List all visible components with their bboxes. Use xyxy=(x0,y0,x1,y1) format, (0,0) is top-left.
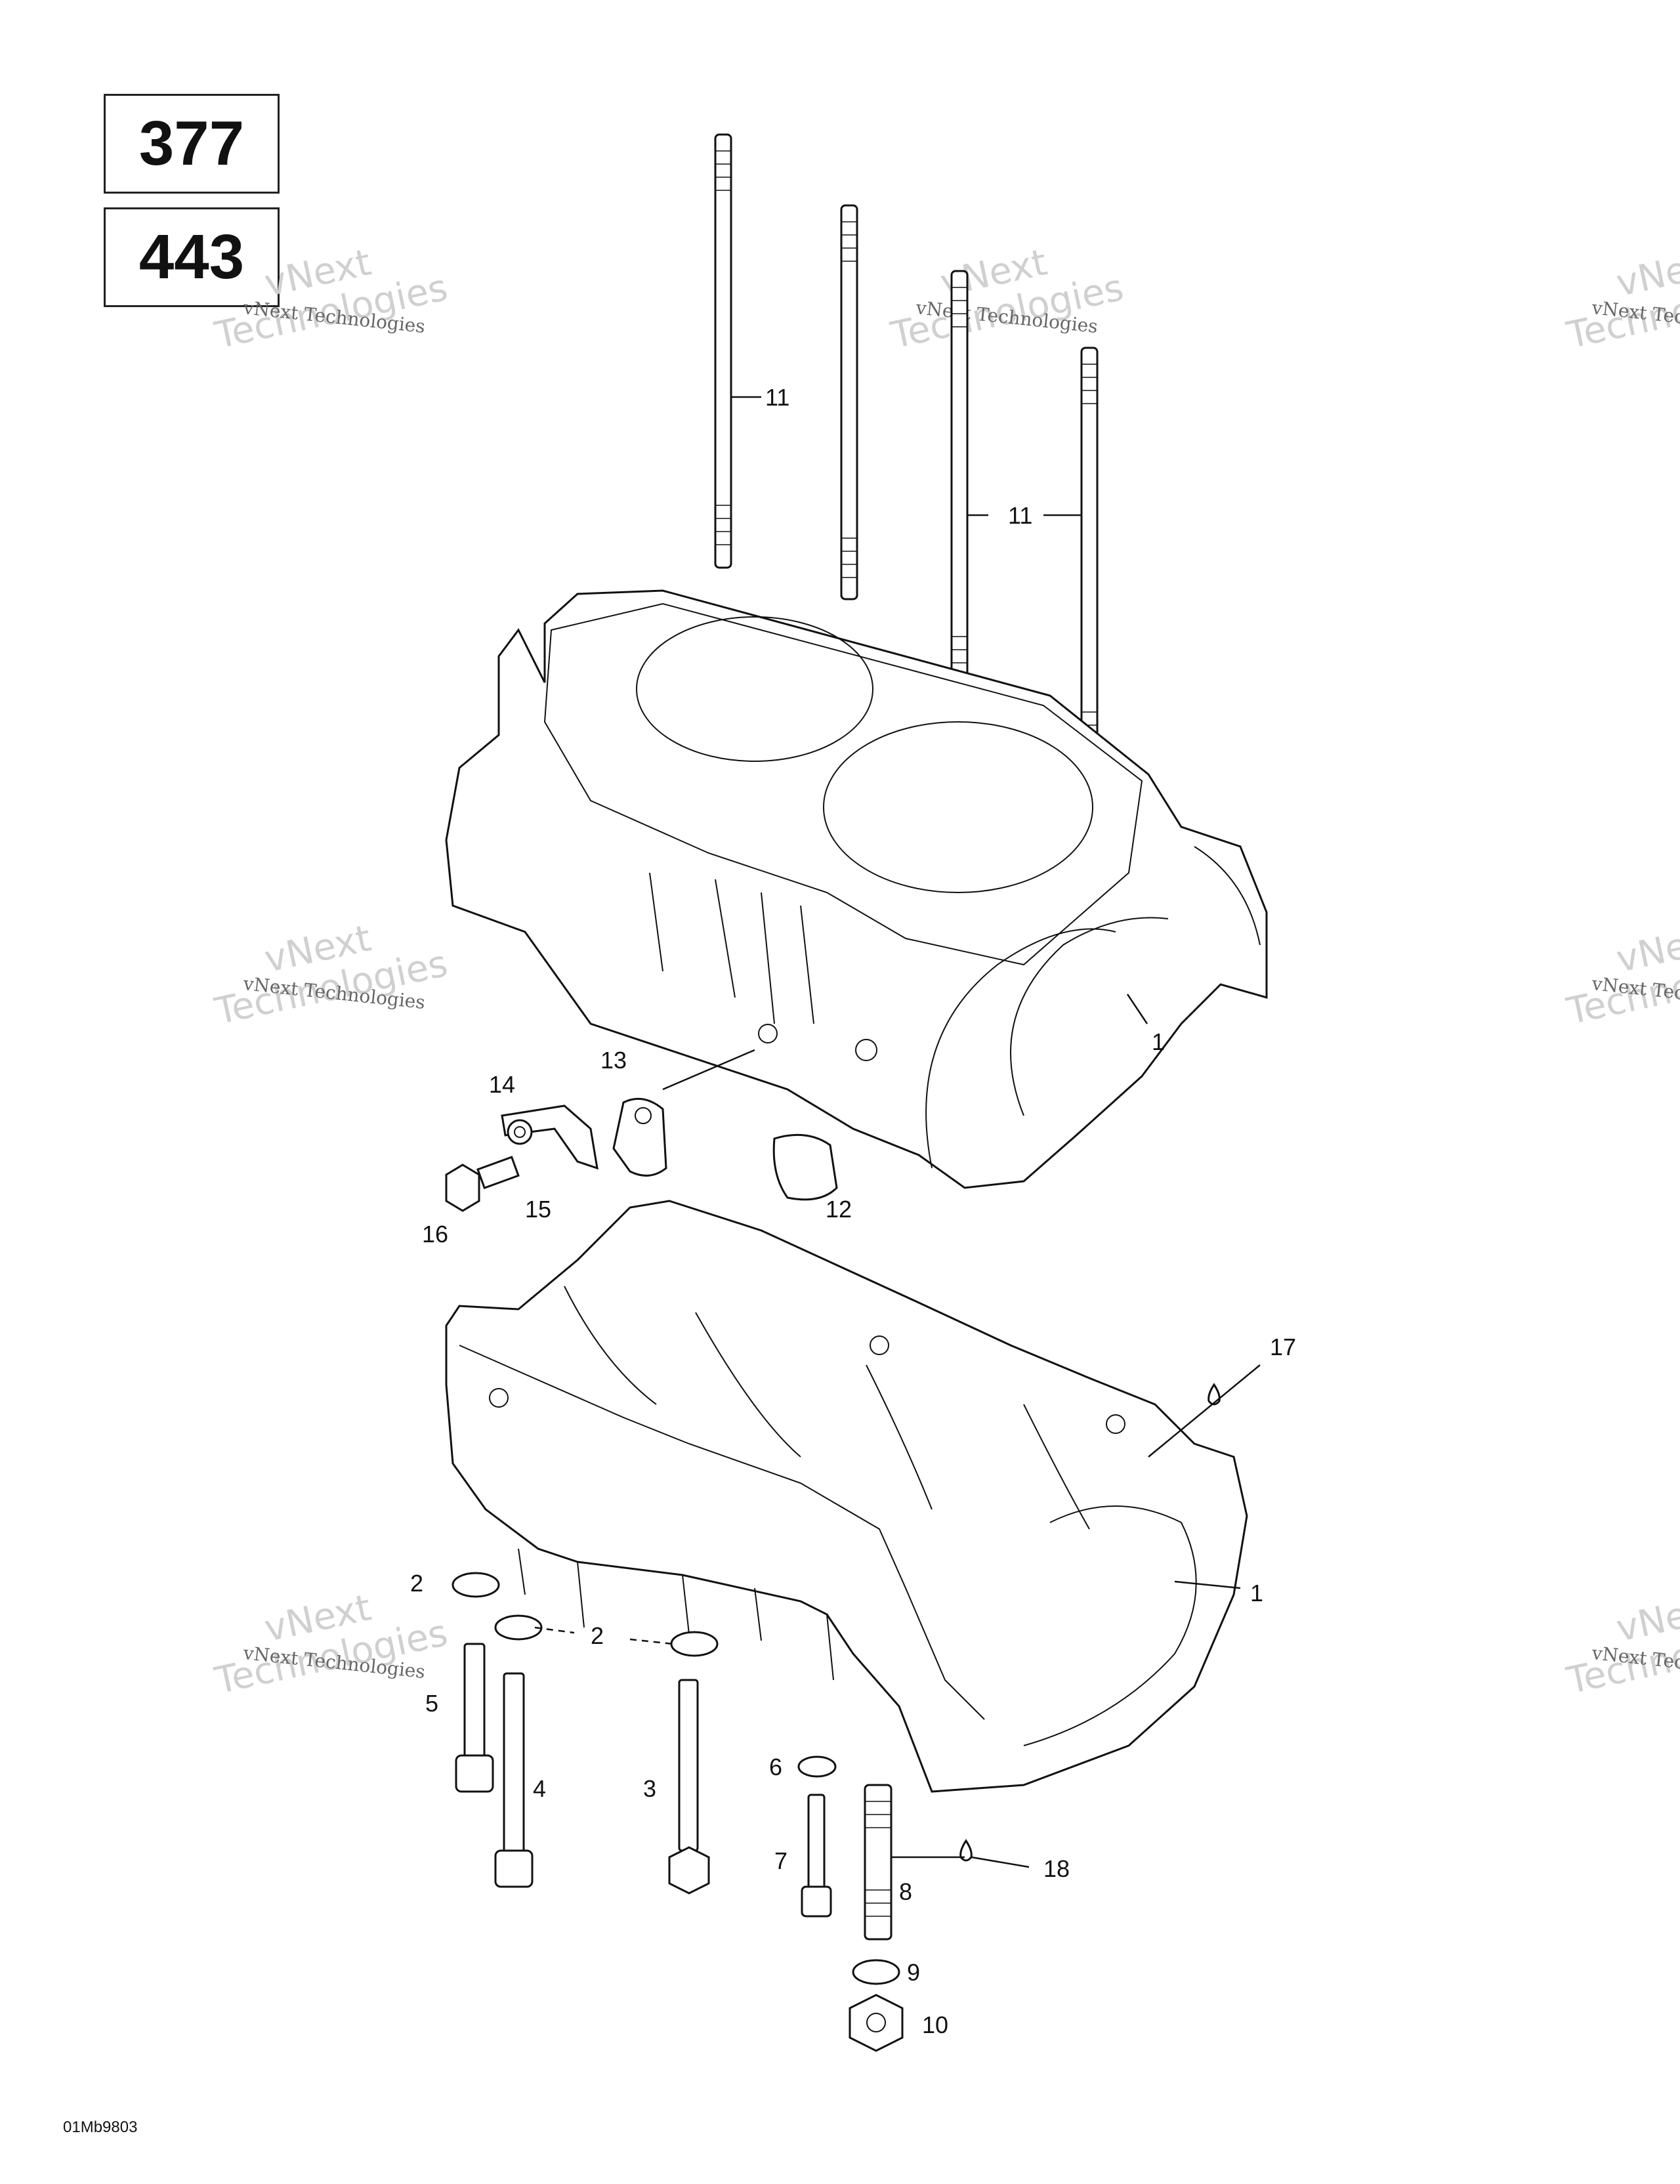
model-number-box-2: 443 xyxy=(104,207,280,307)
watermark-6: vNext Technologies xyxy=(1563,917,1680,1033)
callout-4: 4 xyxy=(533,1775,546,1802)
washer-6 xyxy=(797,1755,837,1778)
lower-crankcase-half xyxy=(445,1200,1248,1793)
bolt-16 xyxy=(445,1156,520,1212)
watermark-4: vNext Technologies xyxy=(211,917,451,1033)
callout-5: 5 xyxy=(425,1690,438,1717)
leader-lines xyxy=(534,396,1261,1868)
bolt-7 xyxy=(801,1794,832,1918)
callout-14: 14 xyxy=(489,1071,515,1098)
clamp-13 xyxy=(612,1097,667,1177)
bolt-4 xyxy=(494,1672,534,1888)
callout-6: 6 xyxy=(769,1754,782,1780)
washer-2b xyxy=(494,1614,543,1641)
watermark-3: vNext Technologies xyxy=(1563,241,1680,357)
fastener-group xyxy=(452,1572,904,2052)
stud-3 xyxy=(950,270,969,699)
callout-10: 10 xyxy=(922,2011,948,2038)
callout-9: 9 xyxy=(907,1959,920,1986)
callout-17: 17 xyxy=(1270,1334,1296,1360)
nut-10 xyxy=(849,1994,904,2052)
sealant-drop-17 xyxy=(1208,1383,1221,1406)
callout-18: 18 xyxy=(1043,1855,1070,1882)
washer-2a xyxy=(452,1572,500,1598)
callout-8: 8 xyxy=(899,1878,912,1905)
callout-7: 7 xyxy=(774,1847,788,1874)
plug-12 xyxy=(772,1133,838,1201)
callout-11-upper: 11 xyxy=(765,384,789,411)
stud-1 xyxy=(714,133,732,569)
watermark-2: vNext Technologies xyxy=(887,241,1127,357)
callout-3: 3 xyxy=(643,1775,656,1802)
stud-group xyxy=(714,133,1099,776)
stud-4 xyxy=(1080,346,1099,776)
washer-9 xyxy=(852,1959,900,1985)
callout-2-left: 2 xyxy=(410,1570,423,1597)
stud-2 xyxy=(840,204,858,600)
watermark-1: vNext Technologies xyxy=(211,241,451,357)
callout-11-lower: 11 xyxy=(1008,502,1032,529)
watermark-9: vNext Technologies xyxy=(1563,1586,1680,1702)
callout-1-upper: 1 xyxy=(1152,1028,1165,1055)
callout-13: 13 xyxy=(600,1047,627,1074)
washer-2c xyxy=(670,1631,719,1657)
small-parts-group xyxy=(445,1097,838,1212)
bolt-3 xyxy=(668,1679,710,1895)
callout-16: 16 xyxy=(422,1221,448,1248)
callout-1-lower: 1 xyxy=(1250,1580,1263,1606)
upper-crankcase-half xyxy=(445,589,1268,1189)
washer-15 xyxy=(507,1119,533,1145)
drawing-reference-code: 01Mb9803 xyxy=(63,2118,138,2136)
callout-12: 12 xyxy=(826,1196,852,1223)
model-number-box-1: 377 xyxy=(104,94,280,194)
callout-15: 15 xyxy=(525,1196,551,1223)
callout-2-middle: 2 xyxy=(591,1622,604,1649)
stud-8 xyxy=(864,1784,892,1941)
sealant-drop-18 xyxy=(959,1839,973,1862)
bolt-5 xyxy=(455,1643,494,1793)
callouts: 11 11 1 13 14 15 16 12 17 1 2 2 5 4 3 6 … xyxy=(410,384,1296,2038)
